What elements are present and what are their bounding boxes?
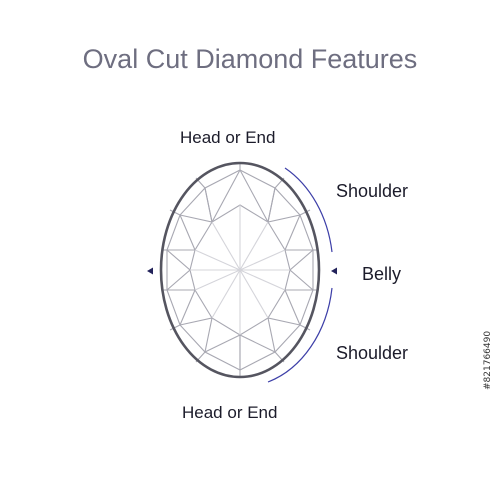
belly-arrow-right [331, 267, 337, 275]
diagram-title: Oval Cut Diamond Features [82, 44, 418, 74]
head-top-label: Head or End [180, 128, 276, 147]
diamond-facets [162, 164, 318, 376]
belly-arrow-left [147, 267, 153, 275]
shoulder-top-label: Shoulder [336, 181, 409, 201]
shoulder-bottom-label: Shoulder [336, 343, 409, 363]
shoulder-bottom-bracket [267, 287, 333, 383]
shoulder-top-bracket [284, 167, 333, 253]
head-bottom-label: Head or End [182, 403, 278, 422]
diamond-outline [159, 161, 321, 379]
stock-image-id: #821766490 [483, 330, 493, 390]
belly-label: Belly [362, 264, 402, 284]
